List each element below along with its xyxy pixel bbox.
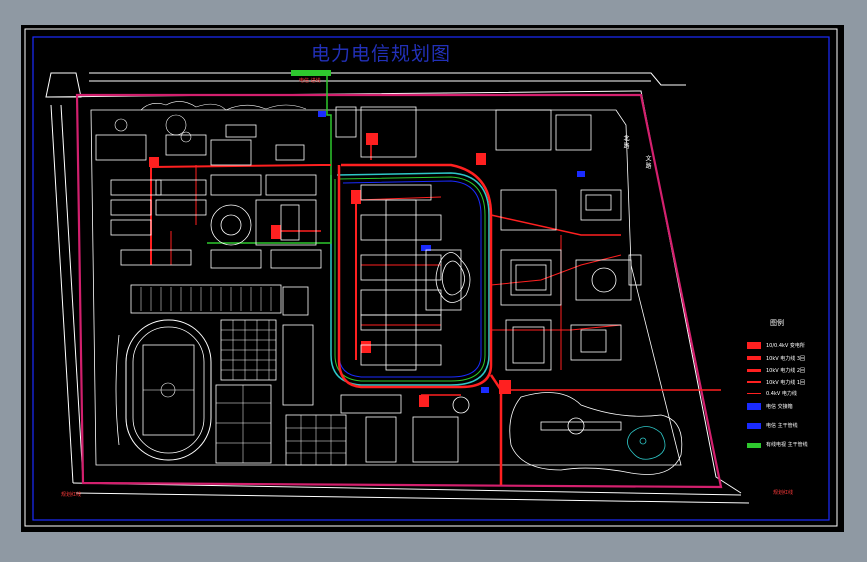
legend-item: 10/0.4kV 变电所 [766,341,805,350]
legend-item: 电信 主干管线 [766,421,798,430]
legend-label: 0.4kV 电力线 [766,391,797,397]
cable-tv-line [207,73,332,244]
buildings [95,106,683,475]
legend-item: 电信 交接箱 [766,402,793,411]
campus-boundary [75,93,723,489]
telecom-boxes [318,111,585,393]
outer-frame [24,28,838,527]
running-track [115,319,212,461]
cable-tv-entry [291,70,331,76]
legend-label: 有线电视 主干管线 [766,442,808,448]
legend-label: 电信 主干管线 [766,423,798,429]
legend-label: 10kV 电力线 1回 [766,380,806,386]
legend-item: 10kV 电力线 3回 [766,354,805,363]
east-road [45,90,742,494]
west-road-label: 文 路 [644,155,651,169]
legend-title: 图例 [770,319,784,327]
legend-label: 10kV 电力线 3回 [766,356,806,362]
legend-item: 10kV 电力线 2回 [766,366,805,375]
legend-item: 0.4kV 电力线 [766,389,797,398]
legend-label: 电信 交接箱 [766,404,793,410]
telecom-entry-label: 电信 进线 [299,78,321,84]
south-road [72,482,742,496]
substations [149,133,511,407]
legend-label: 10kV 电力线 2回 [766,368,806,374]
drawing-title: 电力电信规划图 [311,43,452,65]
boundary-label-right: 规划红线 [773,490,794,496]
boundary-label-left: 规划红线 [61,492,82,498]
legend-item: 有线电视 主干管线 [766,440,808,449]
site-plan [24,28,838,527]
drawing-viewport[interactable]: 电力电信规划图 图例 10/0.4kV 变电所 10kV 电力线 3回 10kV… [21,25,844,532]
west-road [60,104,84,481]
ring-road [330,172,490,386]
legend-swatches [747,342,761,448]
north-road [89,72,686,86]
legend-item: 10kV 电力线 1回 [766,378,805,387]
legend-label: 10/0.4kV 变电所 [766,343,805,349]
east-road-label: 北 路 [622,135,629,149]
inner-frame [32,36,830,521]
